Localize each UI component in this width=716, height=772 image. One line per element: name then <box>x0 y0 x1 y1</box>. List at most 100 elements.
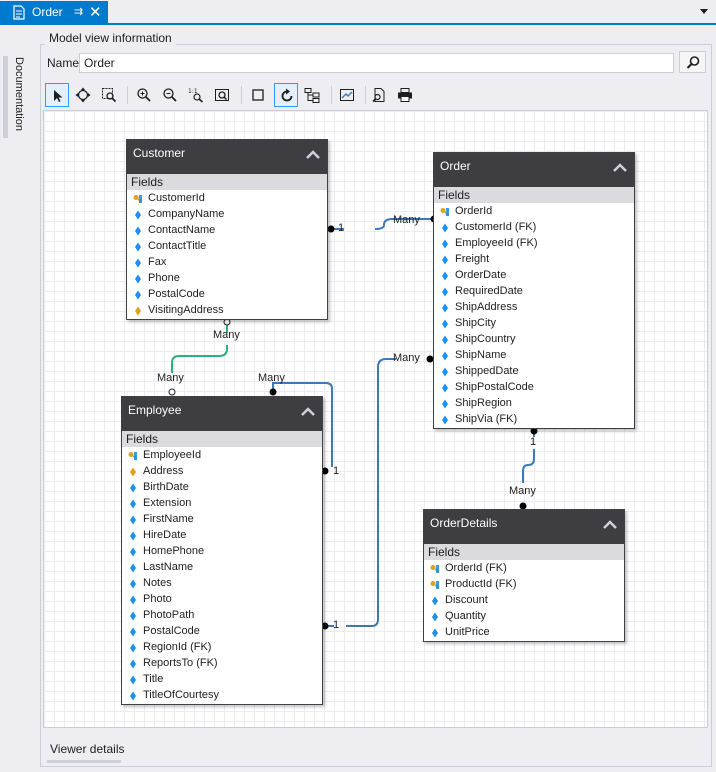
field-row[interactable]: OrderId <box>434 203 634 219</box>
field-row[interactable]: Title <box>122 671 322 687</box>
field-row[interactable]: Extension <box>122 495 322 511</box>
field-row[interactable]: ShipVia (FK) <box>434 411 634 427</box>
documentation-tab[interactable]: Documentation <box>13 57 25 131</box>
collapse-icon[interactable] <box>306 150 320 160</box>
refresh-button[interactable] <box>274 83 298 107</box>
select-area-icon <box>252 89 264 101</box>
field-row[interactable]: RegionId (FK) <box>122 639 322 655</box>
entity-title: Customer <box>133 146 186 160</box>
diagram-canvas[interactable]: 1 Many Many Many Many 1 1 Many 1 Many Cu… <box>43 110 708 728</box>
field-name: RequiredDate <box>455 285 523 297</box>
field-row[interactable]: CustomerId <box>127 190 327 206</box>
search-button[interactable] <box>679 51 706 73</box>
side-panel: Documentation <box>0 25 34 772</box>
entity-header[interactable]: OrderDetails <box>424 510 624 544</box>
field-row[interactable]: CompanyName <box>127 206 327 222</box>
field-row[interactable]: VisitingAddress <box>127 302 327 318</box>
field-name: TitleOfCourtesy <box>143 689 220 701</box>
field-row[interactable]: OrderDate <box>434 267 634 283</box>
field-name: ReportsTo (FK) <box>143 657 218 669</box>
print-preview-button[interactable] <box>367 83 391 107</box>
zoom-fit-button[interactable] <box>210 83 234 107</box>
fields-header: Fields <box>122 431 322 447</box>
zoom-region-icon <box>102 88 117 103</box>
entity-header[interactable]: Employee <box>122 397 322 431</box>
field-row[interactable]: OrderId (FK) <box>424 560 624 576</box>
collapse-icon[interactable] <box>613 163 627 173</box>
viewer-details-tab[interactable]: Viewer details <box>50 742 125 756</box>
select-area-button[interactable] <box>246 83 270 107</box>
fields-header: Fields <box>424 544 624 560</box>
field-name: RegionId (FK) <box>143 641 212 653</box>
auto-layout-button[interactable] <box>300 83 324 107</box>
name-input[interactable] <box>79 53 674 73</box>
actual-size-button[interactable]: 1:1 <box>184 83 208 107</box>
zoom-in-button[interactable] <box>132 83 156 107</box>
field-row[interactable]: ShippedDate <box>434 363 634 379</box>
relation-customer-order[interactable] <box>327 215 438 233</box>
field-row[interactable]: LastName <box>122 559 322 575</box>
field-row[interactable]: EmployeeId (FK) <box>434 235 634 251</box>
field-row[interactable]: UnitPrice <box>424 624 624 640</box>
field-row[interactable]: Address <box>122 463 322 479</box>
tab-order[interactable]: Order ⇉ ✕ <box>0 1 108 24</box>
entity-header[interactable]: Customer <box>127 140 327 174</box>
field-name: ShipCity <box>455 317 496 329</box>
field-row[interactable]: Phone <box>127 270 327 286</box>
field-row[interactable]: Freight <box>434 251 634 267</box>
field-row[interactable]: Discount <box>424 592 624 608</box>
field-row[interactable]: ShipPostalCode <box>434 379 634 395</box>
print-button[interactable] <box>393 83 417 107</box>
field-row[interactable]: PostalCode <box>122 623 322 639</box>
field-row[interactable]: ShipCountry <box>434 331 634 347</box>
relation-employee-reportsto[interactable] <box>269 382 333 475</box>
entity-header[interactable]: Order <box>434 153 634 187</box>
close-icon[interactable]: ✕ <box>89 4 102 21</box>
field-name: CustomerId (FK) <box>455 221 537 233</box>
pan-tool-button[interactable] <box>71 83 95 107</box>
field-row[interactable]: ContactTitle <box>127 238 327 254</box>
field-icon <box>128 674 138 685</box>
field-row[interactable]: ShipAddress <box>434 299 634 315</box>
field-row[interactable]: HireDate <box>122 527 322 543</box>
relation-order-orderdetails[interactable] <box>519 427 538 510</box>
field-row[interactable]: CustomerId (FK) <box>434 219 634 235</box>
field-row[interactable]: EmployeeId <box>122 447 322 463</box>
pointer-tool-button[interactable] <box>45 83 69 107</box>
pin-icon[interactable]: ⇉ <box>74 6 84 18</box>
field-row[interactable]: PhotoPath <box>122 607 322 623</box>
field-row[interactable]: TitleOfCourtesy <box>122 687 322 703</box>
field-row[interactable]: ReportsTo (FK) <box>122 655 322 671</box>
field-row[interactable]: Quantity <box>424 608 624 624</box>
entity-orderdetails[interactable]: OrderDetails Fields OrderId (FK)ProductI… <box>423 509 625 642</box>
field-row[interactable]: ProductId (FK) <box>424 576 624 592</box>
field-row[interactable]: FirstName <box>122 511 322 527</box>
field-row[interactable]: ShipName <box>434 347 634 363</box>
zoom-out-icon <box>163 88 177 102</box>
field-row[interactable]: ShipRegion <box>434 395 634 411</box>
field-row[interactable]: ShipCity <box>434 315 634 331</box>
relation-employee-order[interactable] <box>321 355 434 630</box>
field-name: Quantity <box>445 610 486 622</box>
field-row[interactable]: Fax <box>127 254 327 270</box>
field-row[interactable]: Notes <box>122 575 322 591</box>
collapse-icon[interactable] <box>603 520 617 530</box>
field-row[interactable]: RequiredDate <box>434 283 634 299</box>
zoom-out-button[interactable] <box>158 83 182 107</box>
field-row[interactable]: HomePhone <box>122 543 322 559</box>
field-row[interactable]: BirthDate <box>122 479 322 495</box>
field-icon <box>128 546 138 557</box>
zoom-region-button[interactable] <box>97 83 121 107</box>
field-row[interactable]: ContactName <box>127 222 327 238</box>
relation-customer-employee[interactable] <box>168 318 231 396</box>
tab-underline <box>0 23 716 25</box>
field-row[interactable]: PostalCode <box>127 286 327 302</box>
field-row[interactable]: Photo <box>122 591 322 607</box>
collapse-icon[interactable] <box>301 407 315 417</box>
chevron-down-icon[interactable] <box>698 5 710 17</box>
field-icon <box>440 302 450 313</box>
export-image-button[interactable] <box>335 83 359 107</box>
